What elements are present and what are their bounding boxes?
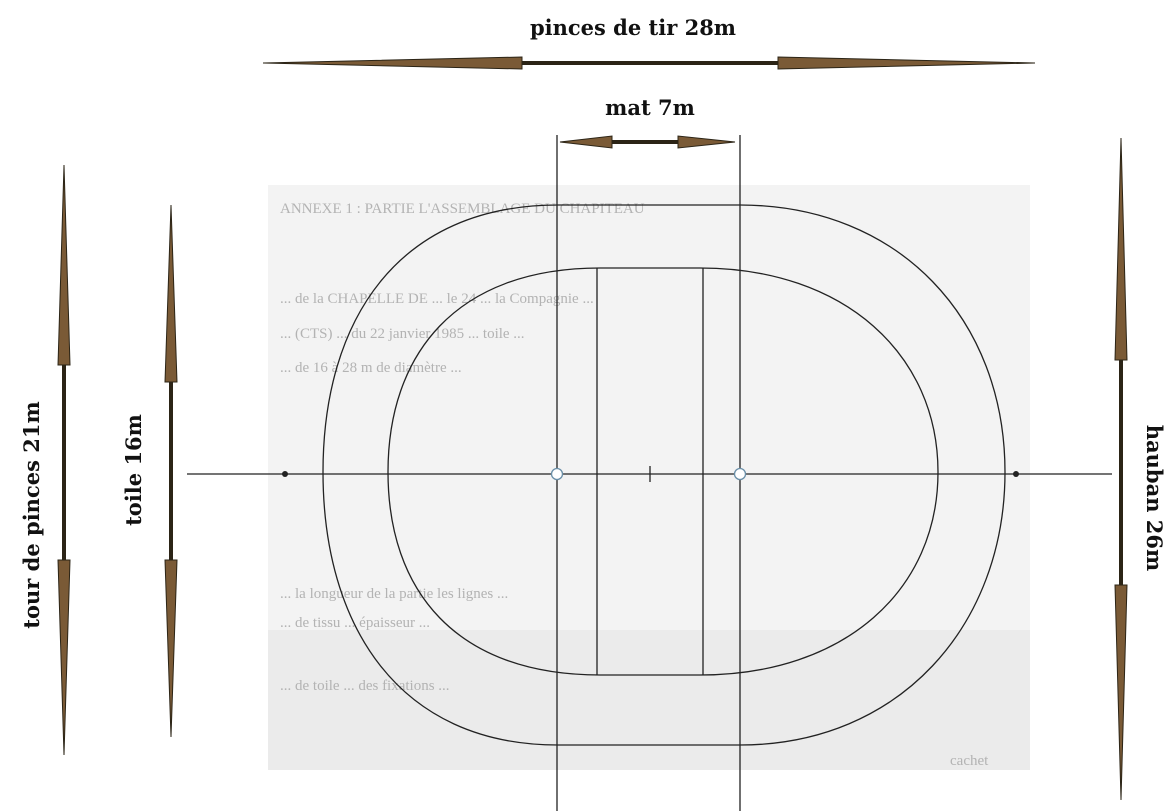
label-hauban: hauban 26m xyxy=(1142,425,1167,571)
label-pinces-de-tir: pinces de tir 28m xyxy=(530,15,736,40)
scan-line: ... la longueur de la partie les lignes … xyxy=(280,586,508,602)
scan-line: ... de tissu ... épaisseur ... xyxy=(280,615,430,631)
scan-stamp: cachet xyxy=(950,753,989,769)
arrow-tip xyxy=(777,56,1036,70)
arrow-tip xyxy=(677,135,736,149)
mast-foot-left xyxy=(550,467,564,481)
scan-line: ... de la CHAPELLE DE ... le 24 ... la C… xyxy=(280,291,594,307)
scan-line: ... (CTS) ... du 22 janvier 1985 ... toi… xyxy=(280,326,525,342)
label-tour-de-pinces: tour de pinces 21m xyxy=(19,401,44,628)
arrow-tip xyxy=(164,204,178,383)
scan-lower-panel xyxy=(268,630,1030,770)
arrow-tip xyxy=(559,135,613,149)
label-toile: toile 16m xyxy=(121,414,146,526)
scan-heading: ANNEXE 1 : PARTIE L'ASSEMBLAGE DU CHAPIT… xyxy=(280,201,645,217)
scan-line: ... de 16 à 28 m de diamètre ... xyxy=(280,360,462,376)
label-mat: mat 7m xyxy=(605,95,695,120)
anchor-right xyxy=(1013,471,1019,477)
mast-foot-right xyxy=(733,467,747,481)
tent-outline xyxy=(187,135,1112,811)
canvas-perimeter xyxy=(387,267,939,676)
anchor-left xyxy=(282,471,288,477)
arrow-tip xyxy=(164,559,178,738)
arrow-tip xyxy=(57,559,71,756)
arrow-tip xyxy=(1114,584,1128,801)
arrow-tip xyxy=(262,56,523,70)
background-scan: ANNEXE 1 : PARTIE L'ASSEMBLAGE DU CHAPIT… xyxy=(268,185,1030,770)
dimension-arrows xyxy=(57,56,1128,801)
arrow-tip xyxy=(57,164,71,366)
arrow-tip xyxy=(1114,137,1128,361)
scan-line: ... de toile ... des fixations ... xyxy=(280,678,450,694)
